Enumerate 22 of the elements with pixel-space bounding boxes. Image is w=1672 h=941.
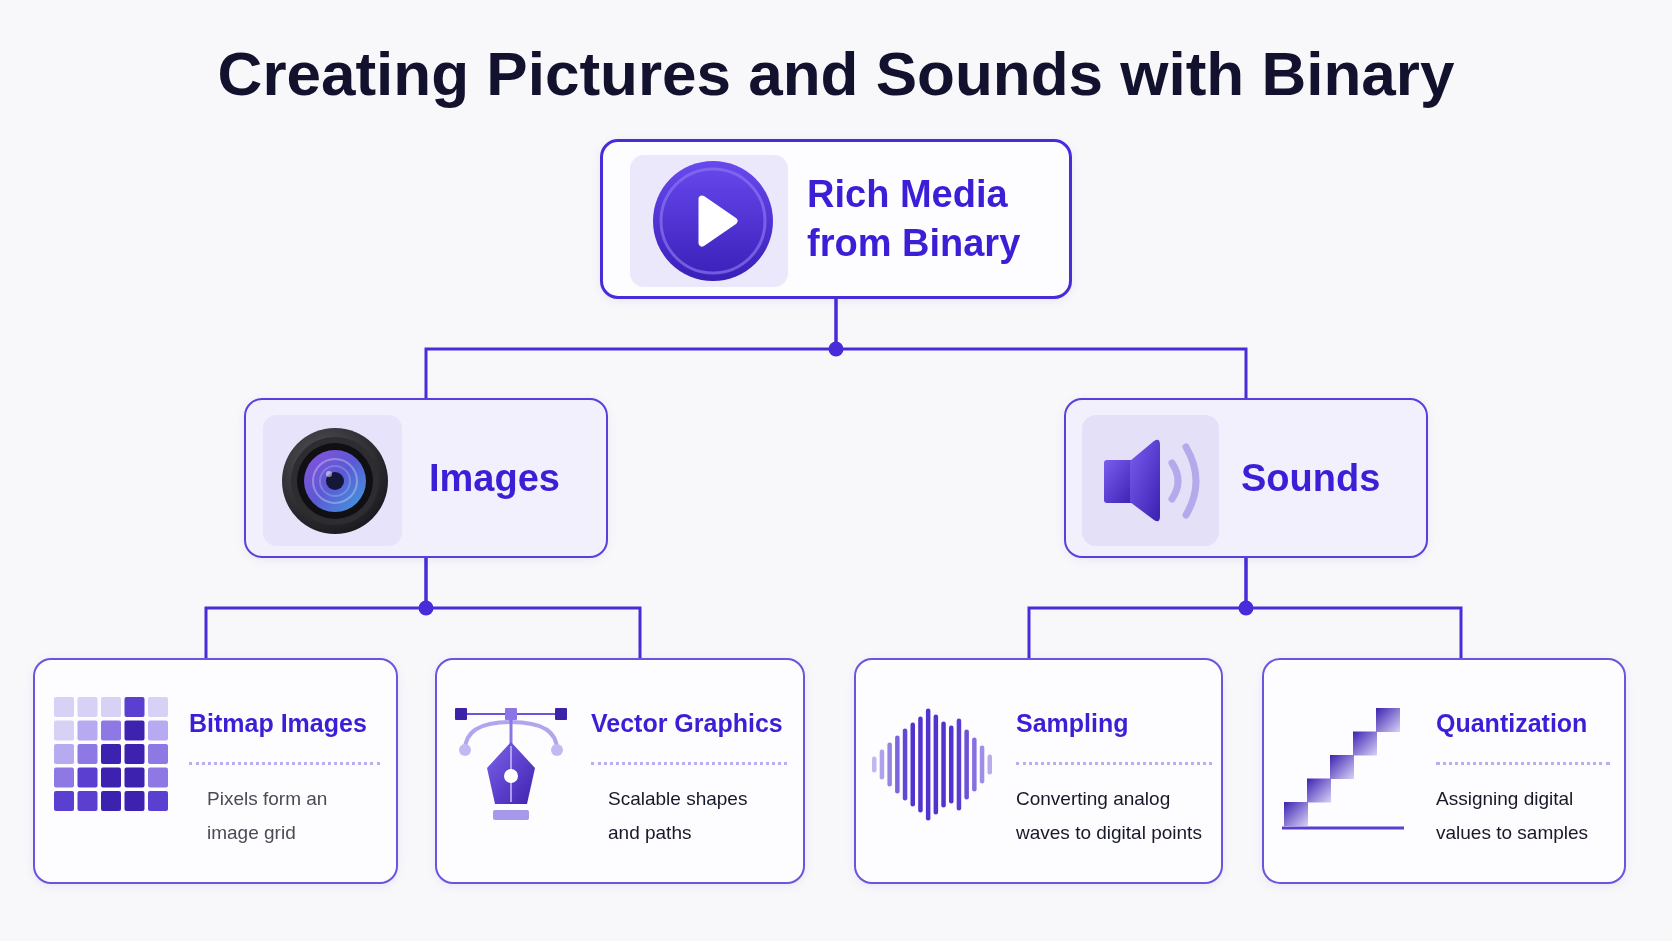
card-description: Pixels form an image grid	[207, 787, 329, 845]
node-title: Sounds	[1241, 455, 1381, 501]
card-heading: Sampling	[1016, 708, 1129, 738]
topic-card	[854, 658, 1223, 884]
connector-line	[834, 299, 1248, 398]
card-description: Scalable shapes and paths	[608, 787, 749, 845]
diagram-title: Creating Pictures and Sounds with Binary	[217, 38, 1455, 110]
root-box	[600, 139, 1072, 299]
category-box	[1064, 398, 1428, 558]
card-description: Assigning digital values to samples	[1436, 787, 1590, 845]
node-title: Rich Media from Binary	[807, 172, 1022, 266]
category-box	[244, 398, 608, 558]
card-heading: Bitmap Images	[189, 708, 367, 738]
node-title: Images	[429, 455, 560, 501]
connector-line	[424, 558, 642, 658]
card-heading: Quantization	[1436, 708, 1588, 738]
connector-line	[1244, 558, 1463, 658]
card-heading: Vector Graphics	[591, 708, 783, 738]
topic-card	[1262, 658, 1626, 884]
topic-card	[33, 658, 398, 884]
card-description: Converting analog waves to digital points	[1016, 787, 1203, 845]
topic-card	[435, 658, 805, 884]
